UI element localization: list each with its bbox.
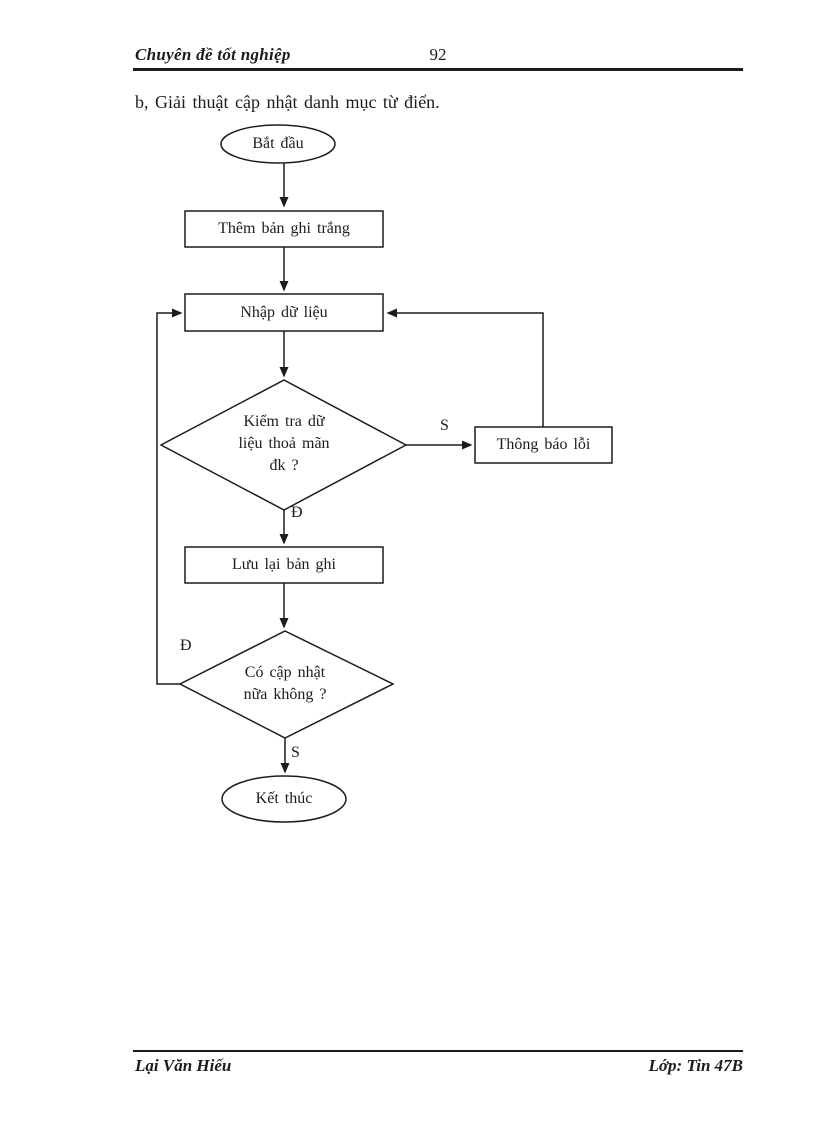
edge-error-back-to-input [386,308,543,427]
edge-label-more-yes: Đ [180,637,192,654]
footer-rule [133,1050,743,1052]
check-condition-line-3: đk ? [269,457,299,474]
check-condition-line-1: Kiểm tra dữ [243,413,325,430]
edge-more-back-to-input [157,308,183,684]
end-terminator-shape [222,776,346,822]
header-rule [133,68,743,71]
edge-label-check-no: S [440,417,449,434]
add-blank-record-label: Thêm bản ghi trắng [218,220,350,237]
edge-label-more-no: S [291,744,300,761]
header-title: Chuyên đề tốt nghiệp [135,45,291,64]
start-terminator-label: Bắt đầu [252,135,304,152]
page-number: 92 [429,45,447,64]
error-message-label: Thông báo lỗi [496,436,591,453]
more-updates-label: Có cập nhật nữa không ? [185,662,385,706]
more-updates-line-1: Có cập nhật [244,664,326,681]
check-condition-line-2: liệu thoả mãn [238,435,330,452]
more-updates-line-2: nữa không ? [243,686,327,703]
section-heading: b, Giải thuật cập nhật danh mục từ điển. [135,92,440,112]
save-record-label: Lưu lại bản ghi [232,556,336,573]
footer-class: Lớp: Tin 47B [648,1056,743,1075]
start-terminator-shape [221,125,335,163]
check-condition-label: Kiểm tra dữ liệu thoả mãn đk ? [184,411,384,477]
edge-label-check-yes: Đ [291,504,303,521]
footer-author: Lại Văn Hiếu [135,1056,232,1075]
input-data-label: Nhập dữ liệu [240,304,328,321]
end-terminator-label: Kết thúc [255,790,313,807]
